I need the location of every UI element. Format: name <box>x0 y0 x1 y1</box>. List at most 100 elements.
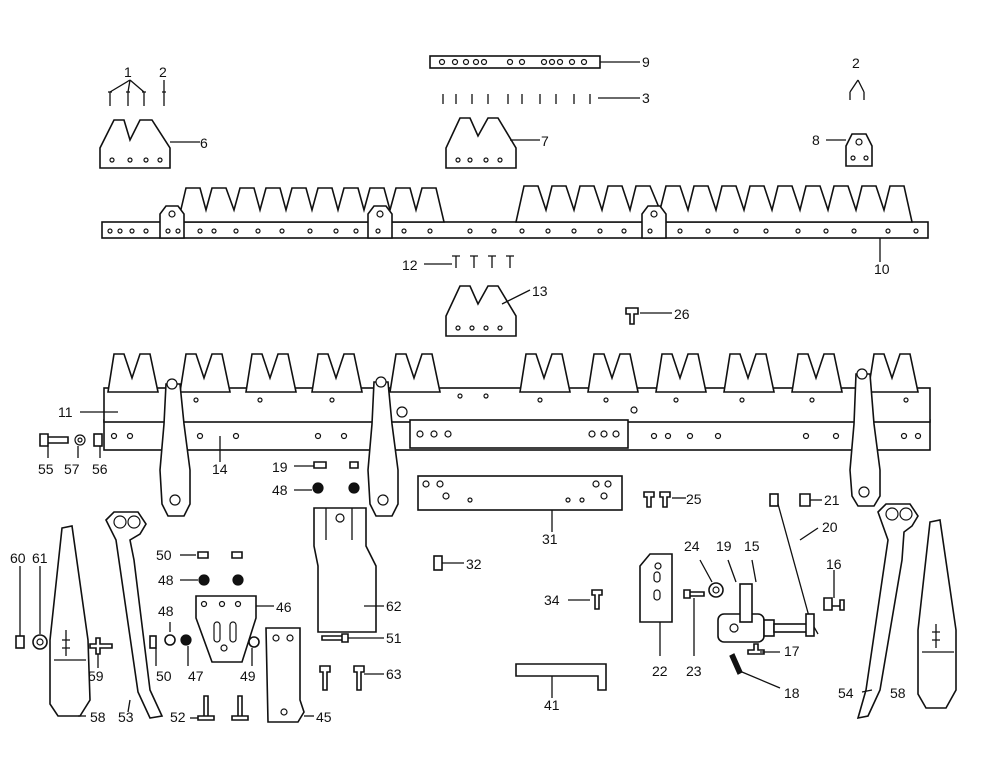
label-20: 20 <box>822 519 838 535</box>
knife-section-7 <box>445 117 517 169</box>
washer-48-c <box>164 634 176 646</box>
bolt-50 <box>197 551 243 559</box>
bolt-26 <box>625 307 639 325</box>
bar-9-holes <box>438 58 588 66</box>
label-2: 2 <box>159 64 167 80</box>
label-23: 23 <box>686 663 702 679</box>
label-48-c: 48 <box>158 603 174 619</box>
label-1: 1 <box>124 64 132 80</box>
guard-58-left <box>49 525 91 717</box>
label-7: 7 <box>541 133 549 149</box>
plate-31 <box>417 475 623 511</box>
section-6-holes <box>109 157 163 163</box>
plate-31-holes <box>422 480 612 503</box>
label-17: 17 <box>784 643 800 659</box>
bracket-22 <box>639 553 673 623</box>
rivet-row-3 <box>442 94 640 104</box>
bolt-16 <box>823 597 845 611</box>
bolt-63 <box>319 665 365 691</box>
label-25: 25 <box>686 491 702 507</box>
knife-section-6 <box>99 119 171 169</box>
section-7-holes <box>455 157 503 163</box>
label-61: 61 <box>32 550 48 566</box>
label-18: 18 <box>784 685 800 701</box>
nut-50-b <box>149 635 157 649</box>
label-59: 59 <box>88 668 104 684</box>
label-62: 62 <box>386 598 402 614</box>
label-46: 46 <box>276 599 292 615</box>
rivet-row-12 <box>424 255 514 268</box>
clamp-plate-46 <box>195 595 257 663</box>
label-57: 57 <box>64 461 80 477</box>
label-2-right: 2 <box>852 55 860 71</box>
label-54: 54 <box>838 685 854 701</box>
label-48-b: 48 <box>158 572 174 588</box>
hold-down-clip-left <box>159 383 191 517</box>
label-14: 14 <box>212 461 228 477</box>
label-11: 11 <box>58 404 73 420</box>
rivet-set-1 <box>108 79 166 106</box>
knife-section-13 <box>445 285 517 337</box>
nut-48-b <box>198 574 210 586</box>
label-49: 49 <box>240 668 256 684</box>
bolt-59 <box>89 637 113 655</box>
label-34: 34 <box>544 592 560 608</box>
bracket-41 <box>515 663 607 691</box>
label-16: 16 <box>826 556 842 572</box>
label-15: 15 <box>744 538 760 554</box>
pin-32 <box>433 555 443 571</box>
bolt-pair-25 <box>643 491 671 508</box>
label-26: 26 <box>674 306 690 322</box>
label-22: 22 <box>652 663 668 679</box>
washer-47 <box>180 634 192 646</box>
label-12: 12 <box>402 257 418 273</box>
label-58-b: 58 <box>890 685 906 701</box>
pitman-arm-54 <box>856 503 919 720</box>
label-32: 32 <box>466 556 482 572</box>
knife-bar-holes <box>107 228 919 234</box>
plate-45 <box>265 627 305 723</box>
label-60: 60 <box>10 550 26 566</box>
bolt-23 <box>683 589 705 599</box>
section-13-holes <box>455 325 503 331</box>
label-55: 55 <box>38 461 54 477</box>
label-10: 10 <box>874 261 890 277</box>
label-48: 48 <box>272 482 288 498</box>
bolt-55 <box>39 433 69 447</box>
label-50-b: 50 <box>156 668 172 684</box>
label-45: 45 <box>316 709 332 725</box>
label-9: 9 <box>642 54 650 70</box>
shield-62 <box>313 507 377 633</box>
bolt-52 <box>197 695 249 721</box>
label-52: 52 <box>170 709 186 725</box>
bolt-34 <box>591 589 603 610</box>
guard-58-right <box>917 519 957 709</box>
label-6: 6 <box>200 135 208 151</box>
label-8: 8 <box>812 132 820 148</box>
label-63: 63 <box>386 666 402 682</box>
label-41: 41 <box>544 697 560 713</box>
nut-48 <box>312 482 324 494</box>
callout-labels: 1 2 2 3 6 7 8 9 10 11 12 13 14 15 16 17 … <box>10 54 906 725</box>
guard-bar-holes <box>110 393 922 440</box>
label-3: 3 <box>642 90 650 106</box>
pitman-arm-53 <box>105 511 164 719</box>
rivet-set-2-right <box>849 79 865 100</box>
label-21: 21 <box>824 492 840 508</box>
label-51: 51 <box>386 630 402 646</box>
washer-49 <box>248 636 260 648</box>
label-19: 19 <box>272 459 288 475</box>
label-13: 13 <box>532 283 548 299</box>
label-31: 31 <box>542 531 558 547</box>
label-53: 53 <box>118 709 134 725</box>
nut-60 <box>15 635 25 649</box>
label-58: 58 <box>90 709 106 725</box>
label-24: 24 <box>684 538 700 554</box>
label-19-b: 19 <box>716 538 732 554</box>
bolt-19 <box>313 461 359 469</box>
key-18 <box>729 653 743 675</box>
label-50: 50 <box>156 547 172 563</box>
bolt-51 <box>321 633 349 643</box>
